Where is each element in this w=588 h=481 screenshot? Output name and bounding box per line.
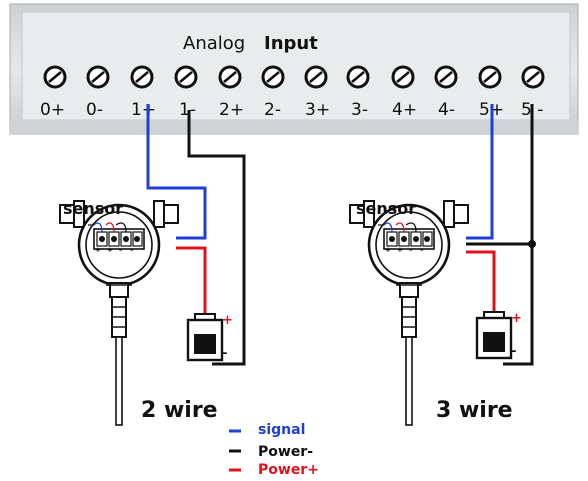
screw-icon[interactable] [174, 65, 198, 89]
block-mark: + [385, 246, 391, 254]
sensor-icon [58, 199, 180, 427]
sensor-2-wire [58, 199, 180, 427]
module-title-input: Input [264, 33, 318, 54]
block-mark: + [95, 246, 101, 254]
battery-plus: + [511, 311, 522, 326]
block-mark: + [397, 246, 403, 254]
power-plus-wire [466, 250, 496, 316]
legend: signal Power- Power+ [229, 422, 319, 478]
screw-icon[interactable] [218, 65, 242, 89]
power-minus-wire [187, 110, 246, 366]
junction-dot [528, 240, 536, 248]
legend-power-minus: Power- [258, 444, 313, 460]
sensor-icon [348, 199, 470, 427]
block-mark: – [420, 246, 424, 254]
battery-minus: – [221, 346, 228, 361]
terminal-label: 2- [264, 100, 281, 120]
legend-power-plus: Power+ [258, 462, 319, 478]
battery-minus: – [510, 344, 517, 359]
screw-icon[interactable] [86, 65, 110, 89]
battery-3-wire: + – [475, 311, 522, 360]
screw-icon[interactable] [346, 65, 370, 89]
wiring-type-label: 2 wire [141, 398, 218, 423]
wires-3-wire [466, 104, 536, 366]
signal-wire [146, 104, 207, 240]
screw-icon[interactable] [434, 65, 458, 89]
terminal-label: 1- [179, 100, 196, 120]
legend-signal: signal [258, 422, 305, 438]
screw-icon[interactable] [521, 65, 545, 89]
screw-icon[interactable] [261, 65, 285, 89]
terminal-label: 4- [438, 100, 455, 120]
wires-2-wire [146, 104, 246, 366]
terminal-label: 1+ [131, 100, 156, 120]
terminal-label: 4+ [392, 100, 417, 120]
module-title-analog: Analog [183, 33, 245, 54]
screw-icon[interactable] [130, 65, 154, 89]
block-mark: – [130, 246, 134, 254]
block-mark: + [107, 246, 113, 254]
screw-icon[interactable] [391, 65, 415, 89]
sensor-label: sensor [356, 199, 416, 218]
wiring-type-label: 3 wire [436, 398, 513, 423]
terminal-label: 2+ [219, 100, 244, 120]
signal-wire [466, 104, 494, 240]
screw-icon[interactable] [478, 65, 502, 89]
sensor-label: sensor [63, 199, 123, 218]
block-mark: – [119, 246, 123, 254]
terminal-label: 0+ [40, 100, 65, 120]
terminal-label: 0- [86, 100, 103, 120]
block-mark: – [409, 246, 413, 254]
power-plus-wire [176, 246, 207, 318]
battery-plus: + [222, 313, 233, 328]
terminal-label: 3+ [305, 100, 330, 120]
sensor-3-wire [348, 199, 470, 427]
terminal-label: 3- [351, 100, 368, 120]
battery-2-wire: + – [186, 313, 233, 362]
screw-icon[interactable] [43, 65, 67, 89]
screw-icon[interactable] [304, 65, 328, 89]
power-minus-wire [503, 104, 534, 366]
